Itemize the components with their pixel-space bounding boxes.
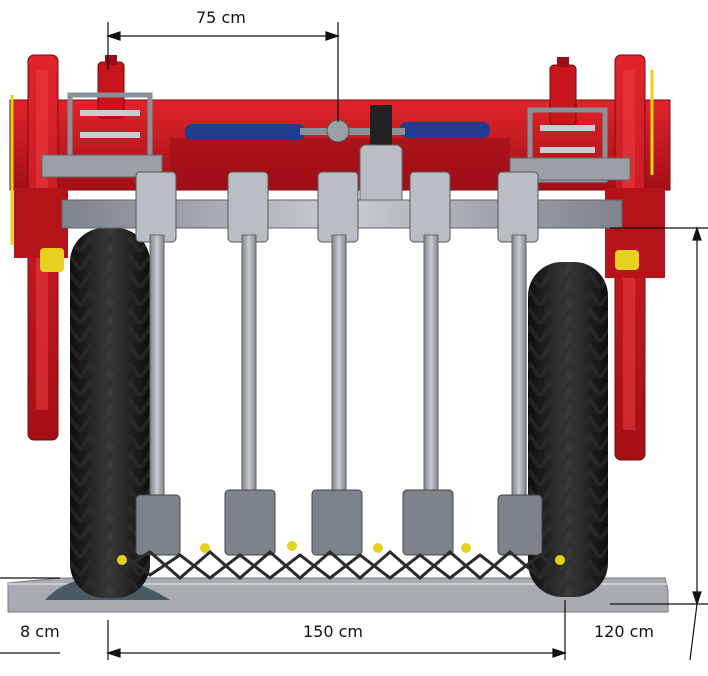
right-bracket <box>509 107 631 183</box>
shank-unit-4 <box>402 171 454 556</box>
right-hydraulic-cylinder <box>549 57 577 126</box>
right-tire <box>528 262 608 597</box>
left-bracket <box>41 92 163 178</box>
left-tire <box>70 228 150 598</box>
tine-tips <box>117 541 565 565</box>
left-offset-label: 8 cm <box>20 622 60 641</box>
row-spacing-label: 75 cm <box>196 8 246 27</box>
blue-hydraulic-ram <box>185 105 490 206</box>
yellow-markers <box>10 70 654 272</box>
shank-unit-1 <box>135 171 181 556</box>
shank-unit-2 <box>224 171 276 556</box>
shank-unit-3 <box>311 171 363 556</box>
left-hydraulic-cylinder <box>97 55 125 119</box>
working-width-label: 150 cm <box>303 622 364 641</box>
height-label: 120 cm <box>594 622 655 641</box>
tines <box>119 550 566 580</box>
dimension-lines <box>0 22 708 661</box>
shank-unit-5 <box>497 171 543 556</box>
